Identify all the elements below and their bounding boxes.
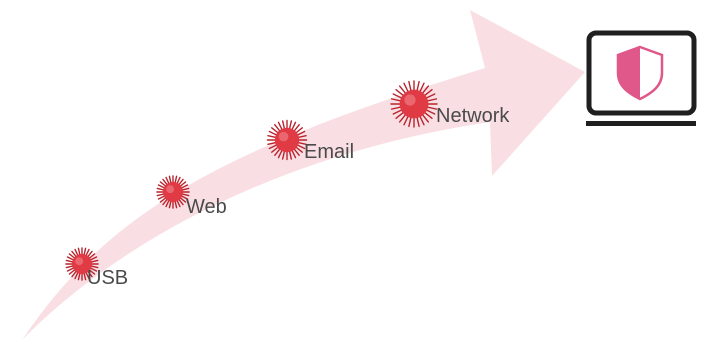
- virus-icon: [156, 175, 190, 209]
- virus-icon: [65, 247, 99, 281]
- virus-icon: [266, 119, 308, 161]
- laptop-screen: [586, 30, 697, 116]
- vector-label-web: Web: [186, 196, 227, 218]
- vector-label-network: Network: [436, 105, 510, 127]
- attack-path-arrow: [22, 10, 585, 340]
- shield-icon: [616, 45, 664, 101]
- virus-icon: [390, 80, 438, 128]
- laptop-base: [586, 121, 696, 126]
- vector-label-email: Email: [304, 141, 355, 163]
- laptop-shield-icon: [586, 30, 697, 126]
- vector-label-usb: USB: [87, 267, 129, 289]
